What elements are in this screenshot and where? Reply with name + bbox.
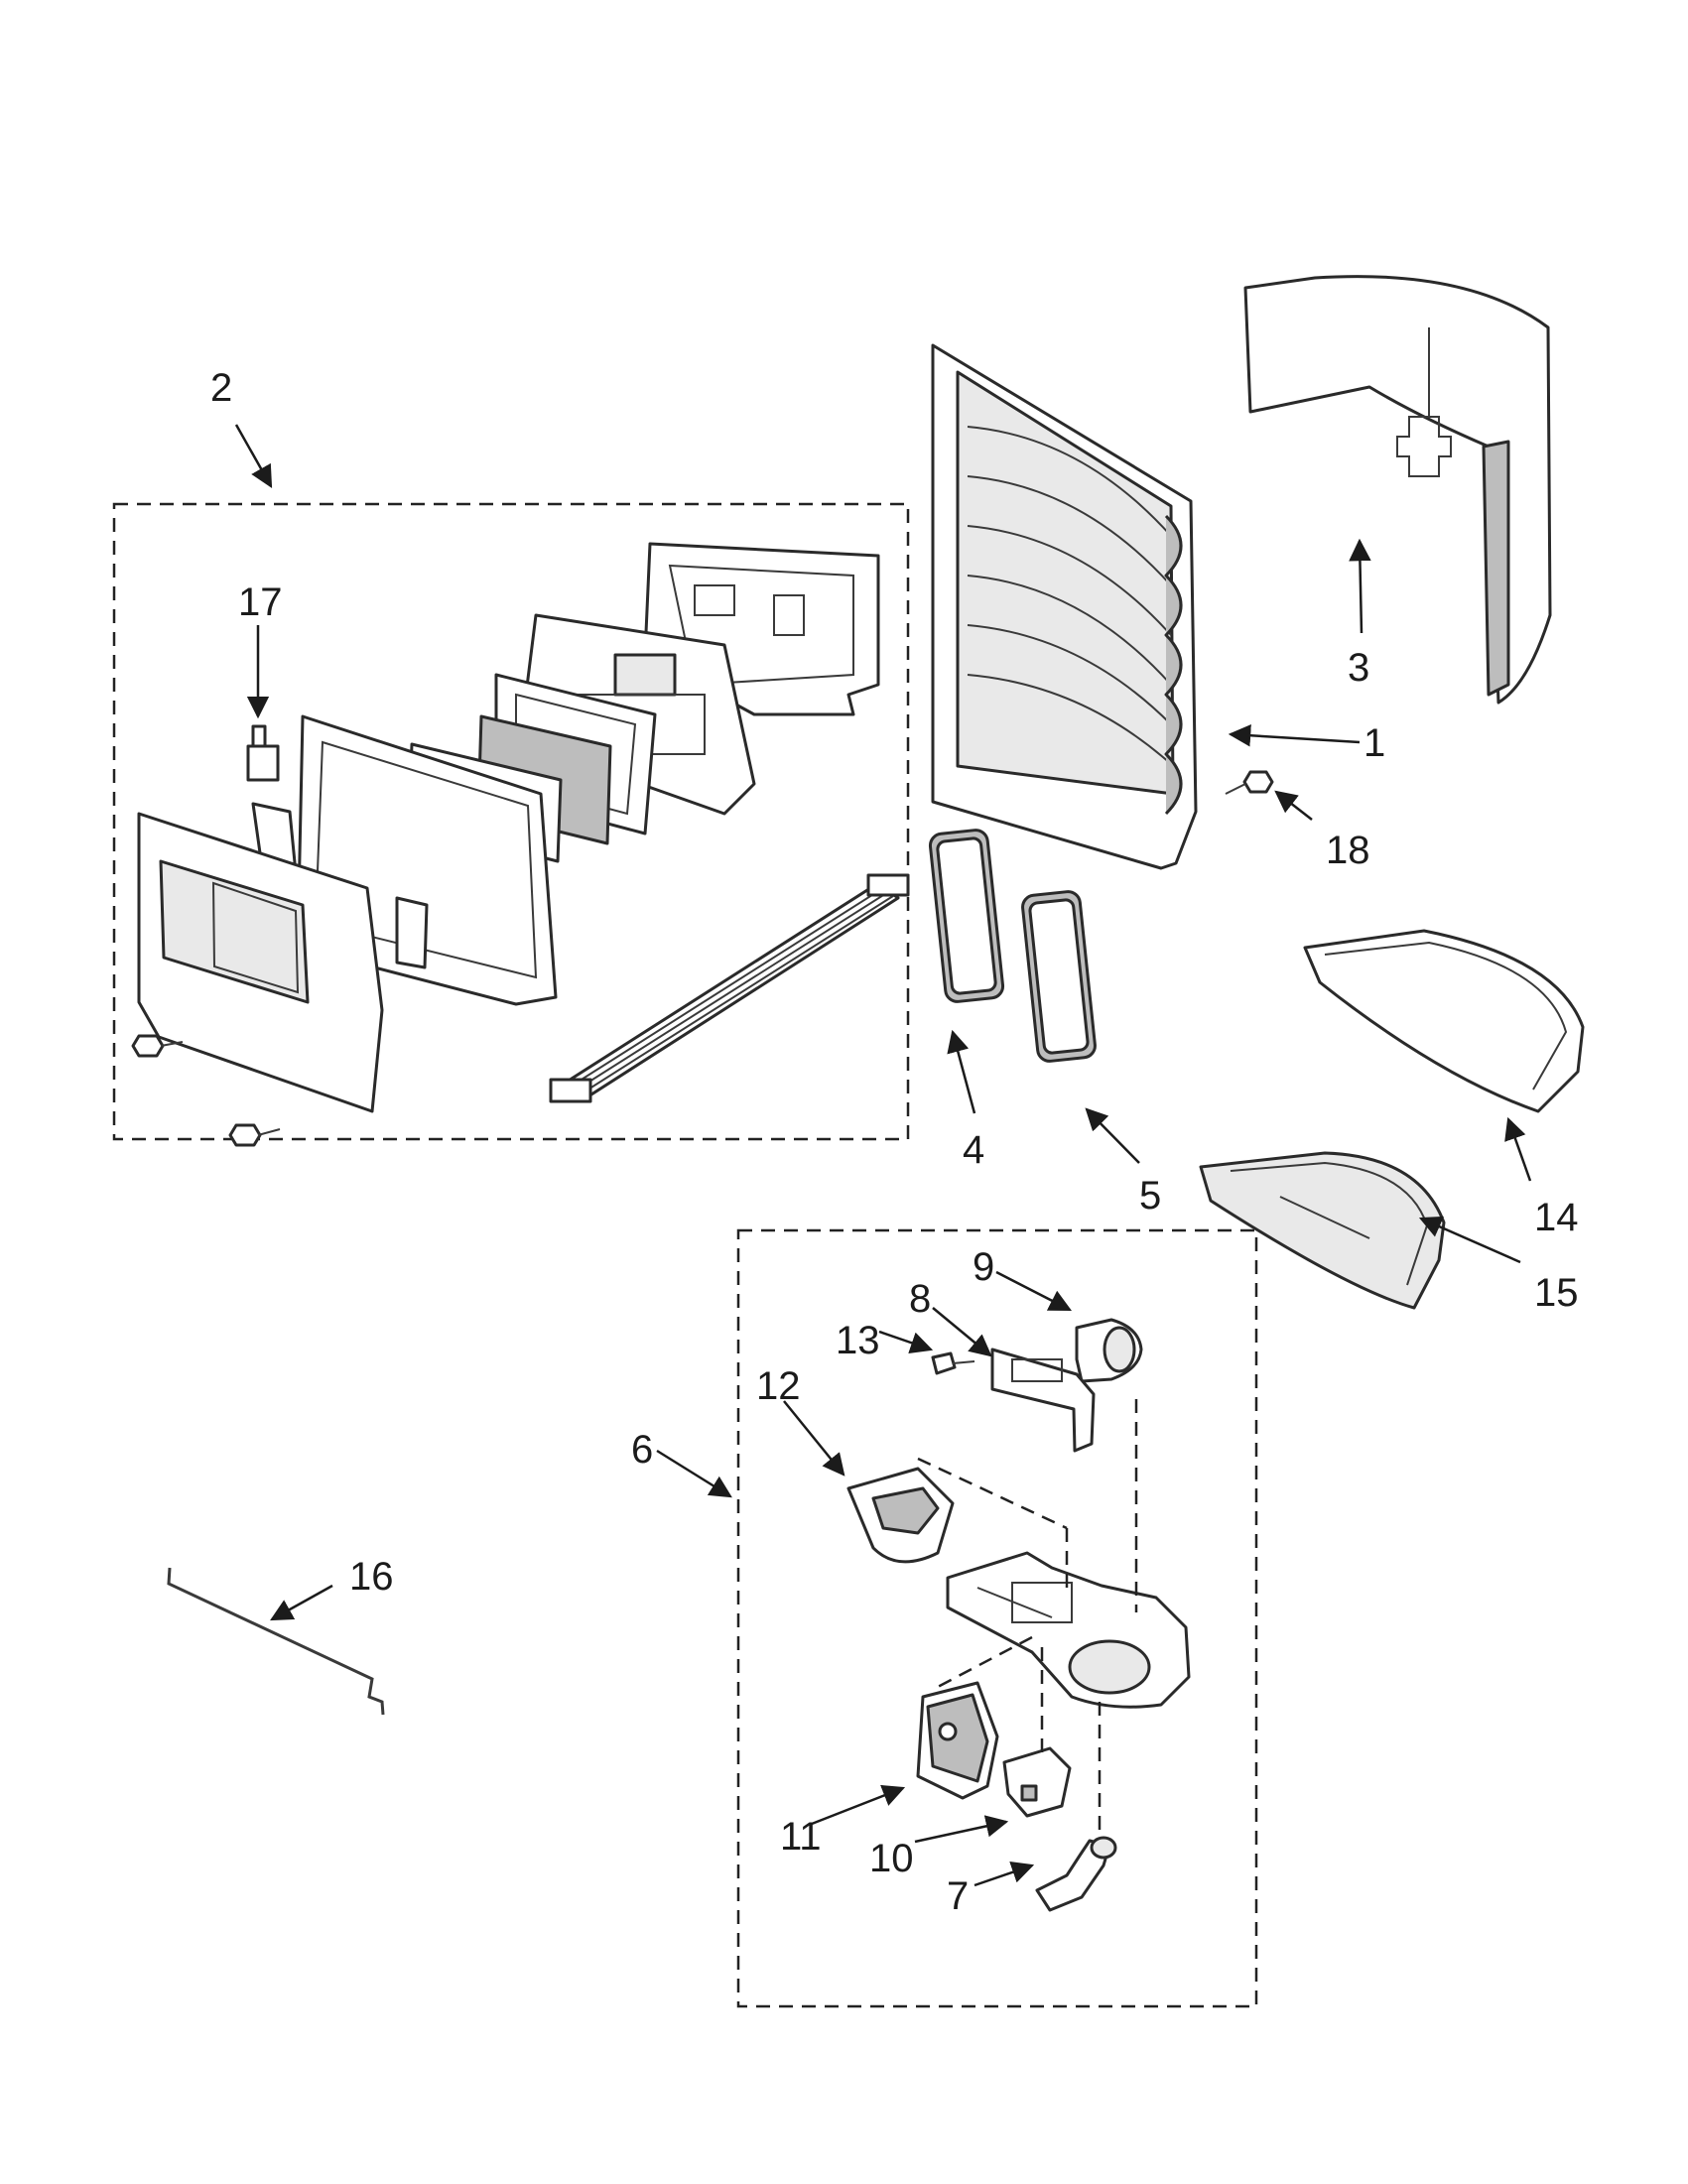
- callout-18: 18: [1326, 829, 1370, 872]
- callout-4: 4: [963, 1128, 984, 1172]
- callout-14: 14: [1534, 1196, 1579, 1239]
- callout-10: 10: [869, 1837, 914, 1880]
- control-assembly-group-box: [112, 502, 910, 1141]
- dispenser-shroud-part: [1243, 275, 1552, 705]
- callout-9: 9: [973, 1245, 994, 1289]
- callout-2: 2: [210, 366, 232, 410]
- dispenser-assembly-parts: [846, 1318, 1191, 1912]
- callout-7: 7: [947, 1874, 969, 1918]
- drip-tray-parts: [1199, 929, 1585, 1310]
- screw-part-18: [1225, 770, 1274, 795]
- pad-parts: [928, 829, 1097, 1063]
- callout-15: 15: [1534, 1271, 1579, 1315]
- control-assembly-parts: [131, 542, 910, 1147]
- callout-13: 13: [836, 1319, 880, 1362]
- callout-12: 12: [756, 1364, 801, 1408]
- dispenser-assembly-group-box: [736, 1228, 1258, 2008]
- dispenser-housing-part: [931, 343, 1198, 870]
- callout-16: 16: [349, 1555, 394, 1599]
- callout-5: 5: [1139, 1174, 1161, 1218]
- callout-6: 6: [631, 1428, 653, 1472]
- leader-lines: [234, 424, 1532, 1887]
- callout-3: 3: [1348, 646, 1369, 690]
- callout-8: 8: [909, 1277, 931, 1321]
- wire-rod-part: [167, 1567, 385, 1716]
- callout-1: 1: [1363, 721, 1385, 765]
- callout-17: 17: [238, 580, 283, 624]
- callout-11: 11: [780, 1815, 822, 1859]
